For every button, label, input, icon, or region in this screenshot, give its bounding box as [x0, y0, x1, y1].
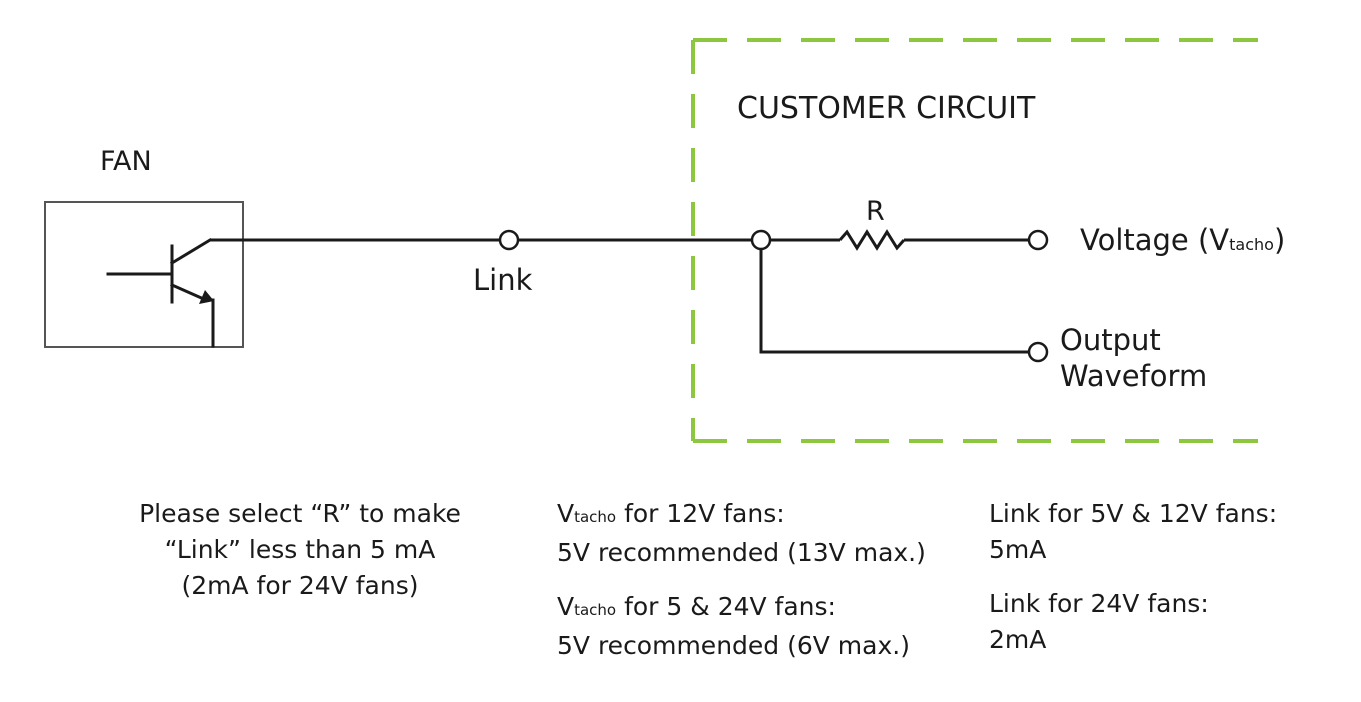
resistor-label: R [866, 196, 885, 227]
note-right-block1-line2: 5mA [989, 535, 1047, 564]
wire-junction-to-output [759, 249, 1029, 354]
emitter-arrow-icon [199, 290, 214, 304]
output-terminal [1027, 341, 1049, 363]
transistor-symbol [106, 237, 215, 348]
output-label-line1: Output [1060, 323, 1161, 357]
vtacho-subscript: tacho [574, 601, 617, 619]
note-right: Link for 5V & 12V fans: 5mA Link for 24V… [989, 496, 1277, 658]
junction-terminal [750, 229, 772, 251]
fan-box [44, 201, 244, 348]
note-right-block2-line2: 2mA [989, 625, 1047, 654]
note-middle: Vtacho for 12V fans: 5V recommended (13V… [557, 496, 926, 664]
note-left: Please select “R” to make “Link” less th… [105, 496, 495, 604]
voltage-terminal [1027, 229, 1049, 251]
vtacho-v: V [557, 592, 575, 621]
note-middle-block2-line1: Vtacho for 5 & 24V fans: [557, 589, 926, 628]
voltage-label-subscript: tacho [1229, 235, 1274, 254]
voltage-label-prefix: Voltage (V [1080, 223, 1229, 257]
vtacho-rest: for 12V fans: [616, 499, 785, 528]
note-middle-block1: Vtacho for 12V fans: 5V recommended (13V… [557, 496, 926, 571]
note-right-block2: Link for 24V fans: 2mA [989, 586, 1277, 658]
vtacho-v: V [557, 499, 575, 528]
note-left-line2: “Link” less than 5 mA [164, 535, 436, 564]
vtacho-subscript: tacho [574, 508, 617, 526]
output-label-line2: Waveform [1060, 359, 1207, 393]
voltage-label-suffix: ) [1274, 223, 1285, 257]
note-right-block1: Link for 5V & 12V fans: 5mA [989, 496, 1277, 568]
note-right-block1-line1: Link for 5V & 12V fans: [989, 499, 1278, 528]
link-terminal [498, 229, 520, 251]
vtacho-rest: for 5 & 24V fans: [616, 592, 836, 621]
transistor-emitter-lead [204, 298, 215, 348]
customer-circuit-boundary [691, 38, 1258, 443]
voltage-label: Voltage (Vtacho) [1080, 223, 1285, 257]
link-label: Link [473, 263, 533, 297]
note-middle-block2-line2: 5V recommended (6V max.) [557, 631, 910, 660]
terminals [498, 229, 1049, 363]
note-left-line1: Please select “R” to make [139, 499, 461, 528]
note-right-block2-line1: Link for 24V fans: [989, 589, 1209, 618]
customer-circuit-label: CUSTOMER CIRCUIT [737, 91, 1036, 126]
transistor-collector [169, 237, 213, 266]
note-middle-block1-line2: 5V recommended (13V max.) [557, 538, 926, 567]
wires [210, 229, 1029, 354]
note-middle-block2: Vtacho for 5 & 24V fans: 5V recommended … [557, 589, 926, 664]
transistor-emitter [170, 283, 208, 302]
fan-label: FAN [100, 146, 152, 177]
resistor-zigzag [838, 229, 906, 251]
note-middle-block1-line1: Vtacho for 12V fans: [557, 496, 926, 535]
note-left-line3: (2mA for 24V fans) [181, 571, 419, 600]
